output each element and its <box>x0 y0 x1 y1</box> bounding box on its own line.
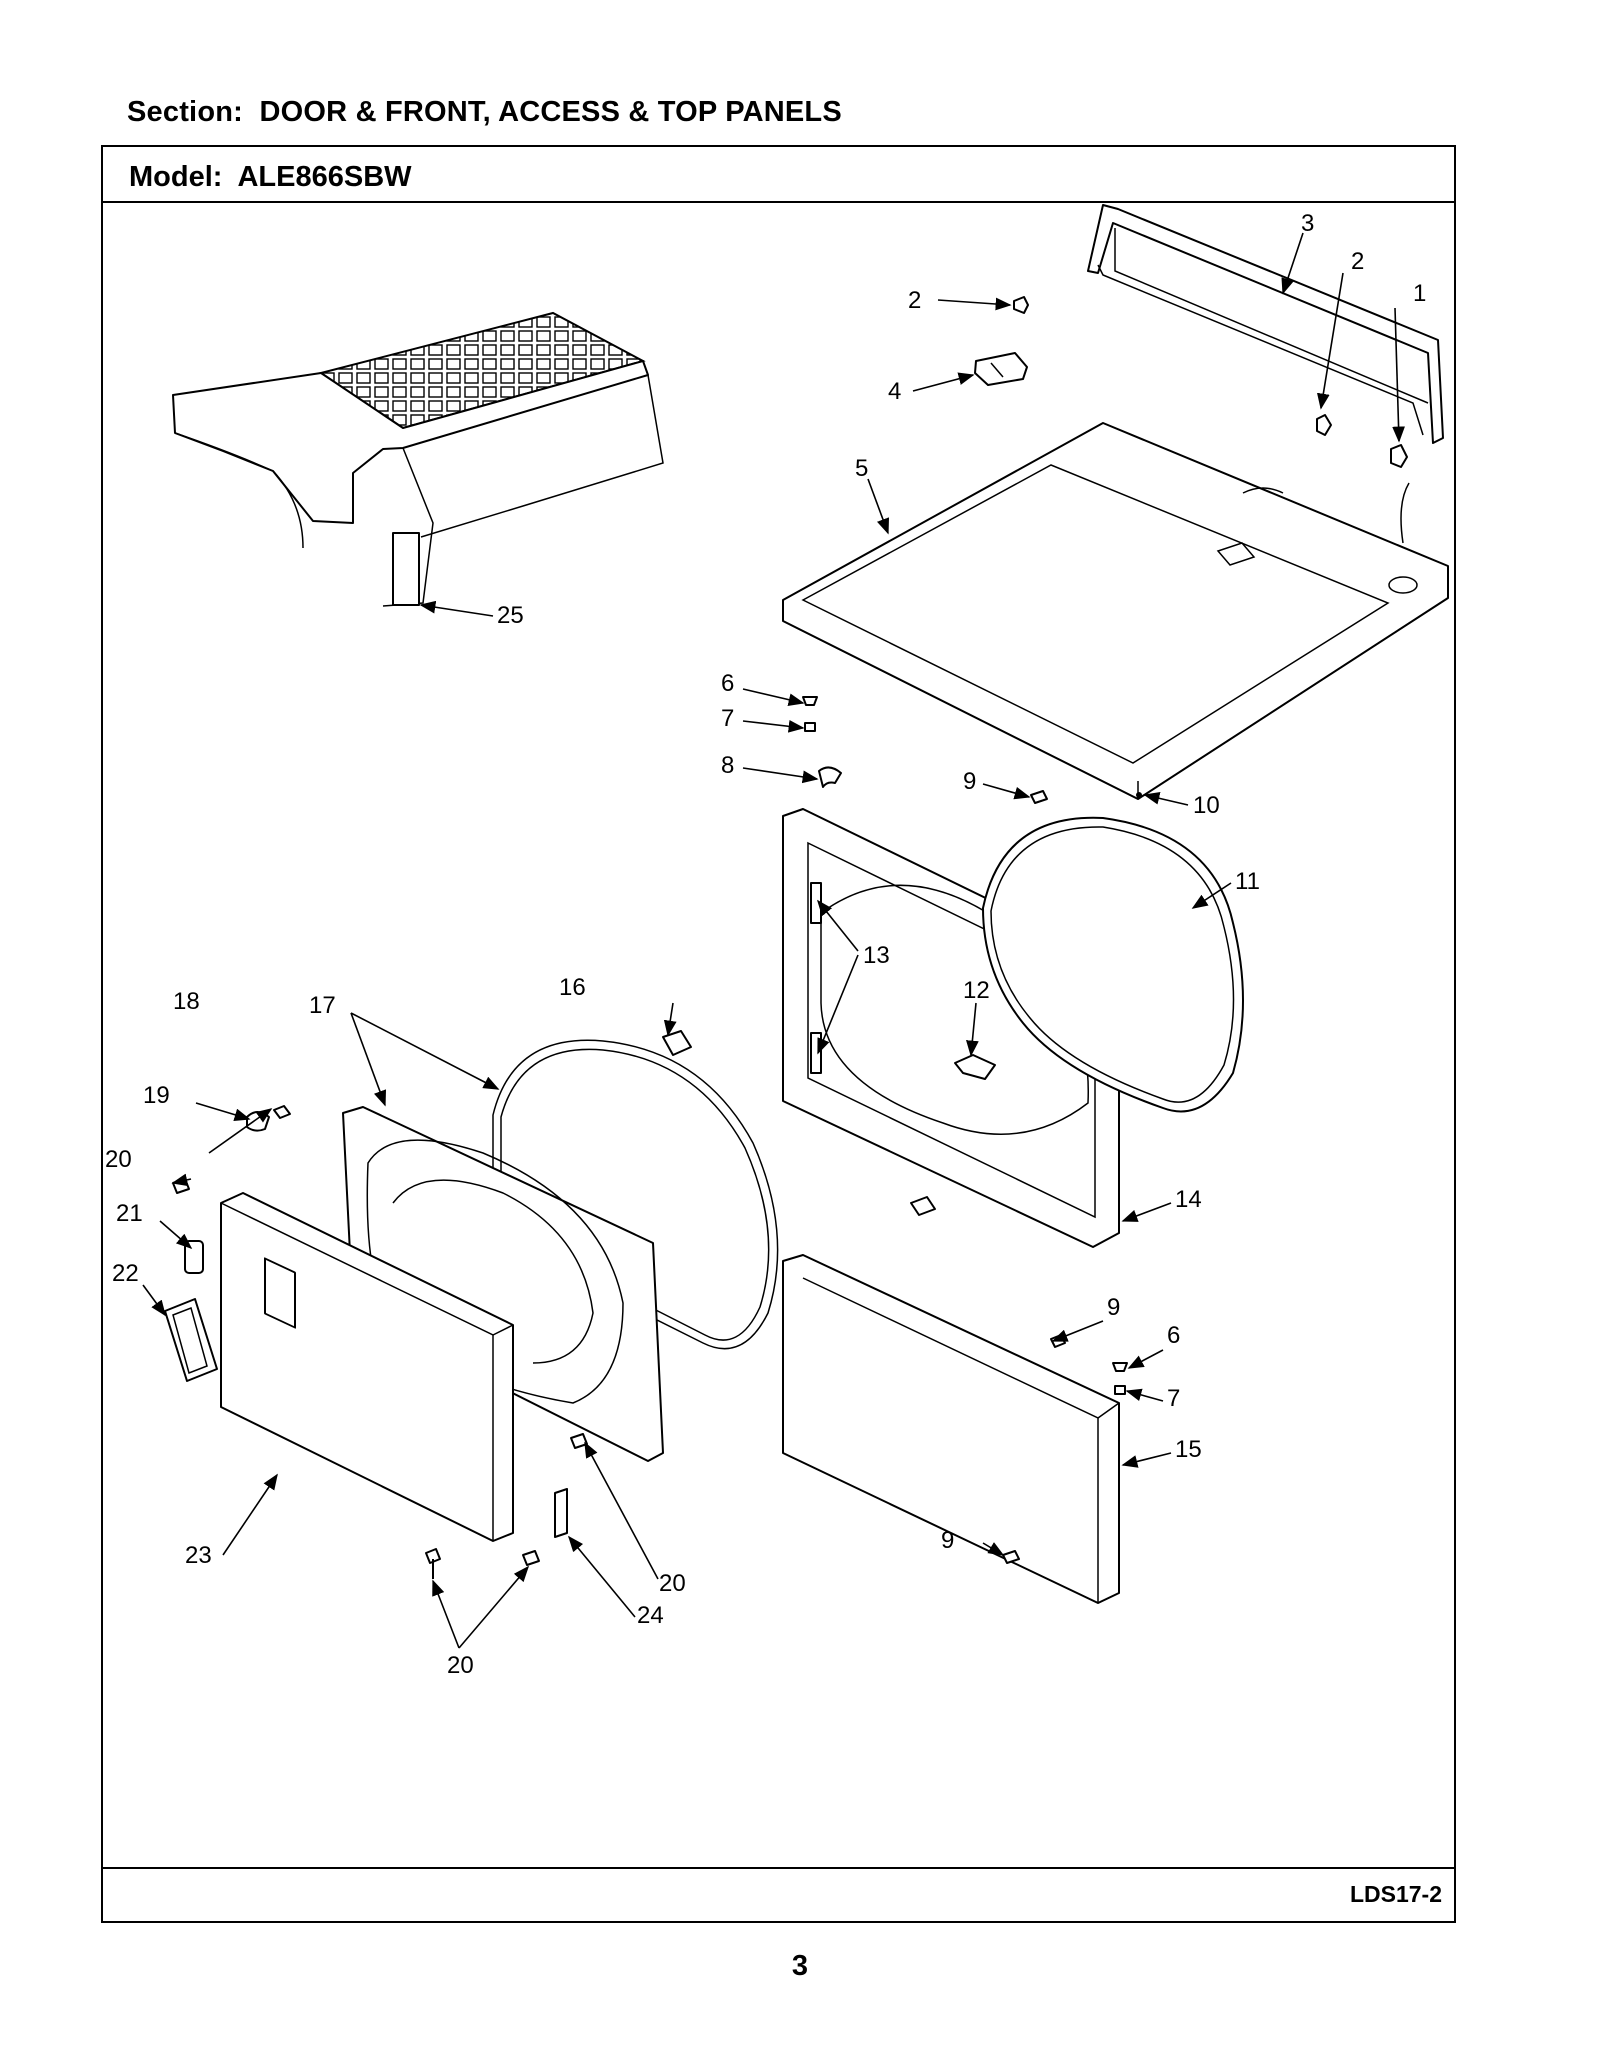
callout-9: 9 <box>963 768 976 795</box>
screw-part <box>1013 296 1408 468</box>
callout-25: 25 <box>497 602 524 629</box>
document-code: LDS17-2 <box>1349 1881 1442 1907</box>
callout-19: 19 <box>143 1082 170 1109</box>
callout-7: 7 <box>1167 1385 1180 1412</box>
page-number: 3 <box>791 1950 809 1982</box>
callout-6: 6 <box>721 670 734 697</box>
parts-diagram-frame: Model: ALE866SBW <box>101 145 1456 1923</box>
model-number: ALE866SBW <box>237 161 412 193</box>
callout-18: 18 <box>173 988 200 1015</box>
callout-20: 20 <box>105 1146 132 1173</box>
model-row: Model: ALE866SBW <box>103 147 1454 203</box>
callout-labels: 1 2 2 3 4 5 6 6 7 7 8 9 9 9 10 11 12 13 … <box>105 210 1426 1679</box>
callout-3: 3 <box>1301 210 1314 237</box>
exploded-view-diagram: 1 2 2 3 4 5 6 6 7 7 8 9 9 9 10 11 12 13 … <box>103 203 1454 1871</box>
outer-door-part <box>220 1192 514 1542</box>
callout-20: 20 <box>447 1652 474 1679</box>
hinge-clip-part <box>974 352 1028 386</box>
callout-16: 16 <box>559 974 586 1001</box>
callout-2: 2 <box>908 287 921 314</box>
callout-2: 2 <box>1351 248 1364 275</box>
top-panel-part <box>782 422 1449 800</box>
drying-rack-part <box>172 311 664 607</box>
callout-9: 9 <box>941 1527 954 1554</box>
access-panel-part <box>782 1254 1120 1604</box>
door-handle-part <box>164 1240 218 1382</box>
fastener-part <box>802 696 1048 804</box>
callout-11: 11 <box>1235 868 1260 895</box>
callout-17: 17 <box>309 992 336 1019</box>
callout-15: 15 <box>1175 1436 1202 1463</box>
callout-5: 5 <box>855 455 868 482</box>
callout-24: 24 <box>637 1602 664 1629</box>
callout-4: 4 <box>888 378 901 405</box>
leader-lines <box>142 232 1405 1649</box>
section-title: Section: DOOR & FRONT, ACCESS & TOP PANE… <box>127 96 842 129</box>
model-heading: Model: ALE866SBW <box>129 161 412 194</box>
model-label: Model: <box>129 161 223 193</box>
drum-seal-part <box>982 816 1244 1113</box>
hinge-part <box>425 1488 568 1579</box>
footer-row: LDS17-2 <box>103 1867 1454 1921</box>
rear-bracket-part <box>1087 204 1444 444</box>
callout-22: 22 <box>112 1260 139 1287</box>
section-name: DOOR & FRONT, ACCESS & TOP PANELS <box>259 96 842 128</box>
exploded-view-svg: 1 2 2 3 4 5 6 6 7 7 8 9 9 9 10 11 12 13 … <box>105 204 1449 1679</box>
door-strike-part <box>662 1030 692 1056</box>
callout-1: 1 <box>1413 280 1426 307</box>
callout-23: 23 <box>185 1542 212 1569</box>
callout-10: 10 <box>1193 792 1220 819</box>
callout-9: 9 <box>1107 1294 1120 1321</box>
callout-14: 14 <box>1175 1186 1202 1213</box>
callout-12: 12 <box>963 977 990 1004</box>
callout-6: 6 <box>1167 1322 1180 1349</box>
callout-13: 13 <box>863 942 890 969</box>
callout-20: 20 <box>659 1570 686 1597</box>
callout-7: 7 <box>721 705 734 732</box>
callout-21: 21 <box>116 1200 143 1227</box>
section-label: Section: <box>127 96 243 128</box>
callout-8: 8 <box>721 752 734 779</box>
